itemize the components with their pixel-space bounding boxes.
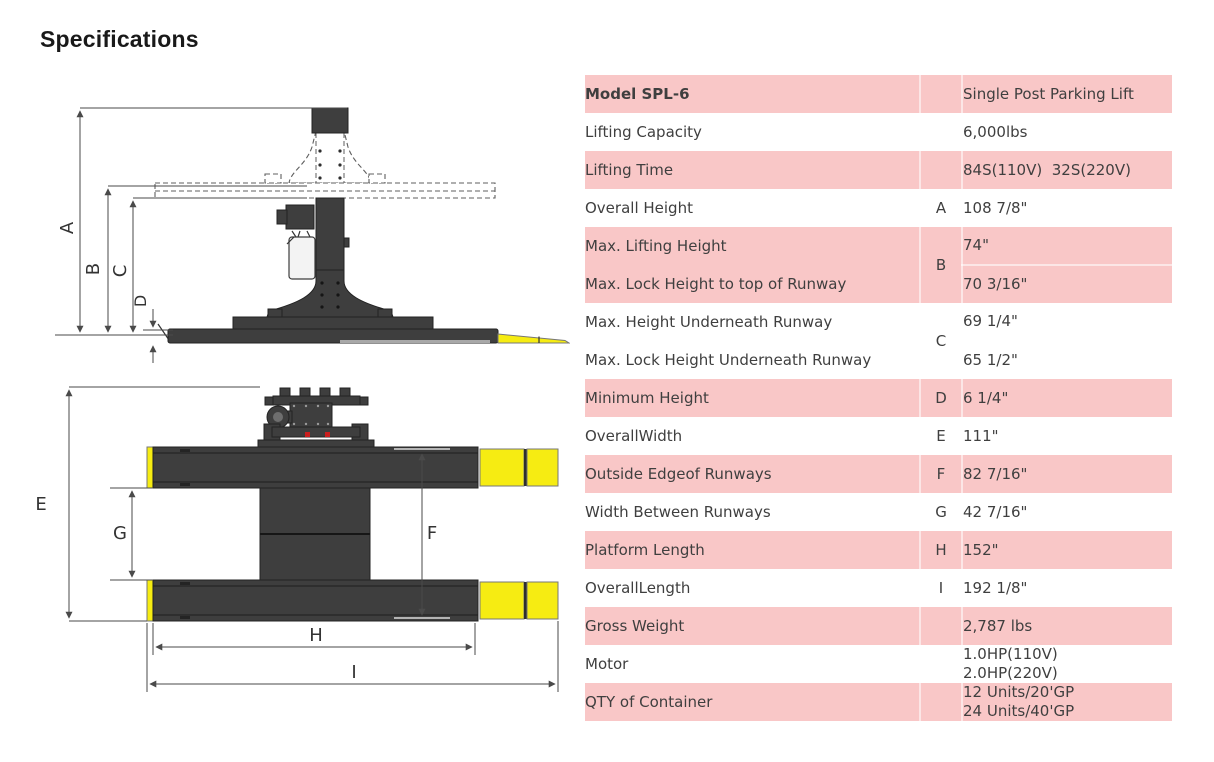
center-base-plate <box>259 487 371 581</box>
table-row: QTY of Container 12 Units/20'GP 24 Units… <box>585 683 1172 721</box>
spec-value: 152" <box>962 531 1172 569</box>
spec-value: 69 1/4" <box>962 303 1172 342</box>
spec-value: 82 7/16" <box>962 455 1172 493</box>
spec-label: Model SPL-6 <box>585 75 920 113</box>
spec-label: Max. Lock Height Underneath Runway <box>585 350 872 369</box>
table-row: Motor 1.0HP(110V) 2.0HP(220V) <box>585 645 1172 683</box>
spec-value: 65 1/2" <box>963 351 1018 369</box>
dim-label-c: C <box>110 265 131 278</box>
spec-value: 108 7/8" <box>963 198 1028 217</box>
spec-dim: C <box>919 303 963 379</box>
lowered-runway-and-ramp <box>157 323 570 344</box>
table-row: Width Between Runways G 42 7/16" <box>585 493 1172 531</box>
spec-dim: G <box>919 493 963 531</box>
page-title: Specifications <box>40 26 199 52</box>
post-and-base <box>232 107 434 331</box>
motor-assembly-top <box>257 387 375 448</box>
spec-dim: E <box>919 417 963 455</box>
spec-value: 12 Units/20'GP 24 Units/40'GP <box>962 683 1172 721</box>
table-row: Overall Height A 108 7/8" <box>585 189 1172 227</box>
spec-dim <box>919 645 963 683</box>
drive-up-ramp <box>497 333 570 344</box>
spec-dim: A <box>919 189 963 227</box>
table-row: Max. Lock Height Underneath Runway 65 1/… <box>585 341 1172 379</box>
spec-label: Width Between Runways <box>585 502 771 521</box>
spec-label: Gross Weight <box>585 607 920 645</box>
table-row: Lifting Time 84S(110V) 32S(220V) <box>585 151 1172 189</box>
spec-value: 6 1/4" <box>962 379 1172 417</box>
table-row: Gross Weight 2,787 lbs <box>585 607 1172 645</box>
oil-tank <box>288 236 316 280</box>
table-row: Outside Edgeof Runways F 82 7/16" <box>585 455 1172 493</box>
spec-value: 42 7/16" <box>963 502 1028 521</box>
spec-dim <box>919 113 963 151</box>
dim-label-e: E <box>35 494 46 515</box>
dim-label-b: B <box>83 263 104 275</box>
spec-dim <box>919 607 963 645</box>
spec-table: Model SPL-6 Single Post Parking Lift Lif… <box>585 75 1172 721</box>
spec-value: 2,787 lbs <box>962 607 1172 645</box>
spec-label: Max. Height Underneath Runway <box>585 312 833 331</box>
spec-value: 84S(110V) 32S(220V) <box>962 151 1172 189</box>
spec-value: 111" <box>963 426 999 445</box>
spec-label: Max. Lock Height to top of Runway <box>585 265 920 303</box>
spec-dim: H <box>919 531 963 569</box>
carriage-dashed-outline <box>288 130 372 184</box>
spec-dim <box>919 75 963 113</box>
spec-dim <box>919 151 963 189</box>
spec-dim: D <box>919 379 963 417</box>
spec-value: 74" <box>962 227 1172 266</box>
spec-dim <box>919 683 963 721</box>
side-dimension-lines <box>55 107 347 363</box>
spec-label: OverallWidth <box>585 426 683 445</box>
spec-label: Lifting Time <box>585 151 920 189</box>
spec-label: Outside Edgeof Runways <box>585 455 920 493</box>
table-row-group-b: Max. Lifting Height B 74" <box>585 227 1172 303</box>
side-view-diagram: A B C D <box>55 107 570 363</box>
dim-label-g: G <box>113 523 127 544</box>
power-unit <box>276 204 316 280</box>
dim-label-d: D <box>131 295 150 307</box>
spec-label: Motor <box>585 654 629 673</box>
spec-dim: B <box>919 227 963 303</box>
spec-value: 6,000lbs <box>963 122 1028 141</box>
dim-label-a: A <box>57 221 78 234</box>
dim-label-i: I <box>351 662 356 683</box>
spec-value: Single Post Parking Lift <box>962 75 1172 113</box>
spec-value: 1.0HP(110V) 2.0HP(220V) <box>963 645 1058 682</box>
spec-dim: F <box>919 455 963 493</box>
table-row: Platform Length H 152" <box>585 531 1172 569</box>
top-view-diagram: E G F H I <box>35 386 559 692</box>
spec-value: 70 3/16" <box>962 265 1172 303</box>
spec-label: Minimum Height <box>585 379 920 417</box>
top-dimension-labels: E G F H I <box>35 494 437 683</box>
table-row: OverallWidth E 111" <box>585 417 1172 455</box>
table-row-model: Model SPL-6 Single Post Parking Lift <box>585 75 1172 113</box>
spec-label: QTY of Container <box>585 683 920 721</box>
spec-label: Max. Lifting Height <box>585 227 920 265</box>
dim-label-f: F <box>427 523 437 544</box>
side-dimension-labels: A B C D <box>57 221 150 307</box>
table-row: Minimum Height D 6 1/4" <box>585 379 1172 417</box>
spec-value: 192 1/8" <box>963 578 1028 597</box>
top-dimension-lines <box>65 386 559 692</box>
spec-label: Overall Height <box>585 198 693 217</box>
spec-dim: I <box>919 569 963 607</box>
table-row: Max. Lock Height to top of Runway 70 3/1… <box>585 265 1172 303</box>
spec-label: OverallLength <box>585 578 691 597</box>
table-row: Lifting Capacity 6,000lbs <box>585 113 1172 151</box>
table-row: OverallLength I 192 1/8" <box>585 569 1172 607</box>
spec-label: Platform Length <box>585 531 920 569</box>
table-row-group-c: Max. Height Underneath Runway C 69 1/4" <box>585 303 1172 379</box>
dim-label-h: H <box>309 625 323 646</box>
spec-label: Lifting Capacity <box>585 122 702 141</box>
